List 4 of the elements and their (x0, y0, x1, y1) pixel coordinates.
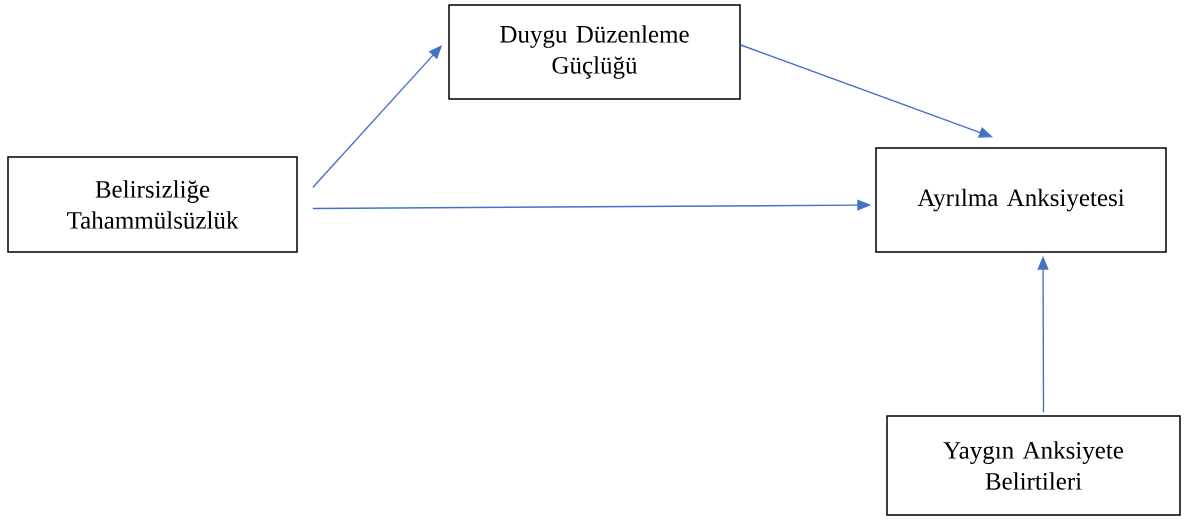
process-box: Ayrılma Anksiyetesi (875, 147, 1167, 253)
process-box: Belirsizliğe Tahammülsüzlük (7, 156, 298, 253)
process-box: Yaygın Anksiyete Belirtileri (886, 415, 1181, 516)
process-box: Duygu Düzenleme Güçlüğü (448, 4, 741, 100)
